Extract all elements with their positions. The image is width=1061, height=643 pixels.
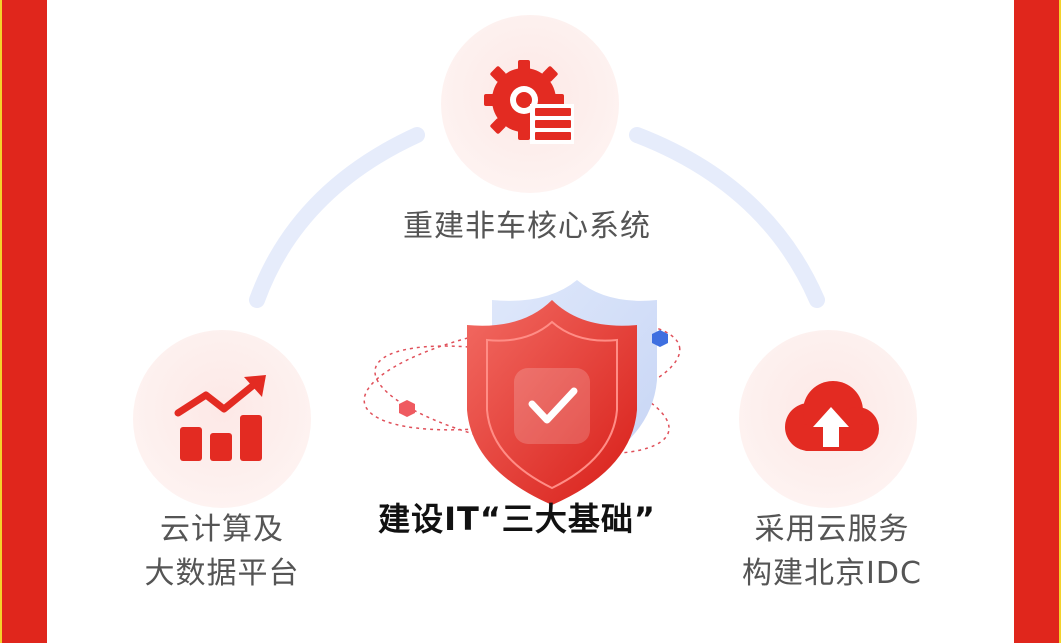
diagram-canvas: 重建非车核心系统 云计算及 大数据平台 采用云服务 — [47, 0, 1014, 643]
node-right-label-line2: 构建北京IDC — [742, 556, 922, 591]
shield-check-icon — [467, 300, 637, 505]
gear-database-icon — [484, 60, 574, 144]
node-right-circle — [739, 330, 917, 508]
red-cube-dot — [399, 400, 415, 417]
node-left-label: 云计算及 大数据平台 — [117, 508, 327, 596]
center-title: 建设IT“三大基础” — [378, 500, 656, 538]
node-top-label: 重建非车核心系统 — [403, 209, 651, 244]
node-right-label-line1: 采用云服务 — [754, 512, 910, 547]
node-left-label-line2: 大数据平台 — [144, 556, 300, 591]
cloud-upload-icon — [785, 381, 879, 451]
node-left-label-line1: 云计算及 — [160, 512, 284, 547]
blue-cube-dot — [652, 330, 668, 347]
node-left-circle — [133, 330, 311, 508]
arc-left — [249, 127, 425, 308]
arc-right — [629, 127, 825, 308]
node-right-label: 采用云服务 构建北京IDC — [717, 508, 947, 596]
right-red-border — [1014, 0, 1061, 643]
left-red-border — [0, 0, 47, 643]
orbit-ellipse-2 — [374, 345, 670, 455]
connector-arcs — [249, 127, 825, 505]
bar-chart-trend-icon — [174, 375, 266, 461]
node-top-circle — [441, 15, 619, 193]
